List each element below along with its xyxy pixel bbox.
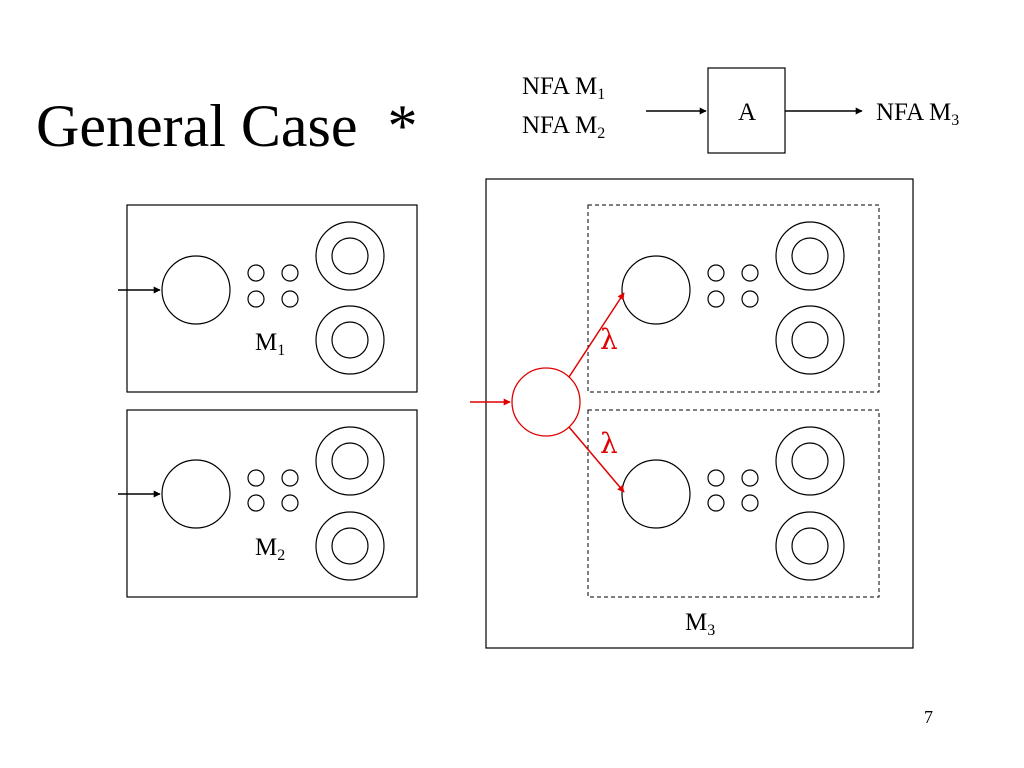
m2-final-state: [315, 426, 385, 496]
m2-final-state: [315, 511, 385, 581]
lambda-label-top: λ: [600, 323, 618, 356]
m3-new-start-state: [511, 367, 581, 437]
algorithm-box-label: A: [738, 99, 757, 126]
transform-block: [646, 67, 863, 154]
m3-boundary: [485, 178, 914, 649]
m2-ellipsis-state: [247, 469, 265, 487]
lambda-label-bottom: λ: [600, 427, 618, 460]
output-nfa-m3-label: NFA M3: [876, 99, 960, 129]
m3-m1-final-state: [775, 221, 845, 291]
title-text: General Case: [36, 93, 358, 159]
input-nfa-m2-label: NFA M2: [522, 112, 606, 142]
lambda-transition-to-m2: [568, 426, 625, 493]
m2-ellipsis-state: [247, 494, 265, 512]
page-number: 7: [924, 707, 933, 727]
m3-label: M3: [685, 609, 716, 639]
m2-boundary: [126, 409, 418, 598]
m3-m2-ellipsis-state: [707, 494, 725, 512]
m3-m1-final-state: [775, 305, 845, 375]
m1-ellipsis-state: [281, 290, 299, 308]
m3-embedded-m2: [587, 409, 880, 598]
m1-label: M1: [255, 329, 286, 359]
m1-start-state: [161, 255, 231, 325]
m3-m2-ellipsis-state: [707, 469, 725, 487]
m2-ellipsis-state: [281, 469, 299, 487]
input-nfa-m1-label: NFA M1: [522, 73, 606, 103]
title-kleene-star: *: [387, 93, 418, 159]
m1-ellipsis-state: [247, 264, 265, 282]
machine-m1: [118, 204, 418, 393]
m1-final-state: [315, 221, 385, 291]
machine-m3: [470, 178, 914, 649]
machine-m2: [118, 409, 418, 598]
m3-m2-ellipsis-state: [741, 469, 759, 487]
m3-m1-ellipsis-state: [707, 264, 725, 282]
m3-m1-ellipsis-state: [741, 264, 759, 282]
m2-ellipsis-state: [281, 494, 299, 512]
m1-boundary: [126, 204, 418, 393]
m2-label: M2: [255, 534, 286, 564]
m3-m2-final-state: [775, 426, 845, 496]
m3-m1-ellipsis-state: [741, 290, 759, 308]
slide-title: General Case *: [36, 96, 418, 156]
m1-ellipsis-state: [247, 290, 265, 308]
m3-m2-ellipsis-state: [741, 494, 759, 512]
m3-embedded-m1: [587, 204, 880, 393]
m3-m2-start-state: [621, 459, 691, 529]
m3-m1-ellipsis-state: [707, 290, 725, 308]
m1-ellipsis-state: [281, 264, 299, 282]
m3-m2-final-state: [775, 511, 845, 581]
m3-m1-start-state: [621, 255, 691, 325]
m2-start-state: [161, 459, 231, 529]
m1-final-state: [315, 305, 385, 375]
lambda-transition-to-m1: [568, 292, 625, 378]
